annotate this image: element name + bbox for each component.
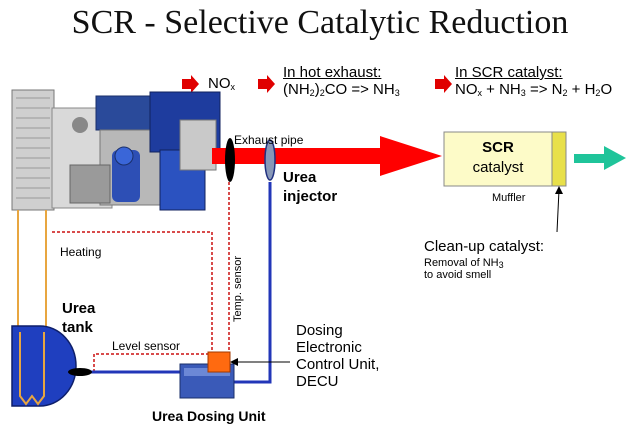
temp-sensor-wire	[52, 182, 230, 354]
urea-tank-label: Urea tank	[62, 300, 96, 336]
step-scr-catalyst: In SCR catalyst: NOx + NH3 => N2 + H2O	[455, 64, 612, 98]
urea-line	[80, 182, 272, 384]
step-scr-heading: In SCR catalyst:	[455, 64, 563, 81]
scr-catalyst-label: SCR catalyst	[472, 139, 524, 176]
diagram-title: SCR - Selective Catalytic Reduction	[71, 4, 569, 41]
clean-up-catalyst-label: Clean-up catalyst: Removal of NH3 to avo…	[424, 238, 545, 281]
level-sensor-probe	[68, 368, 92, 376]
decu-module	[207, 351, 231, 373]
step-arrow-1-icon	[182, 75, 199, 93]
clean-up-catalyst-strip	[551, 131, 567, 187]
scr-catalyst-box	[443, 131, 567, 187]
clean-up-pointer	[556, 189, 560, 233]
heating-label: Heating	[60, 245, 102, 259]
level-sensor-wire	[93, 353, 212, 372]
engine-illustration	[11, 89, 221, 211]
muffler-label: Muffler	[492, 192, 526, 204]
step-nox: NOx	[208, 75, 235, 92]
outflow-arrow	[574, 146, 626, 170]
step-arrow-2-icon	[258, 75, 275, 93]
step-hot-exhaust: In hot exhaust: (NH2)2CO => NH3	[283, 64, 400, 98]
temp-sensor-label: Temp. sensor	[232, 255, 244, 322]
step-hot-exhaust-heading: In hot exhaust:	[283, 64, 382, 81]
urea-injector-label: Urea injector	[283, 169, 338, 205]
step-hot-exhaust-formula: (NH2)2CO => NH3	[283, 81, 400, 98]
temp-sensor-probe	[225, 138, 235, 182]
decu-label: Dosing Electronic Control Unit, DECU	[296, 322, 380, 390]
urea-injector-probe	[264, 139, 276, 181]
urea-dosing-unit-label: Urea Dosing Unit	[152, 408, 266, 424]
exhaust-pipe-label: Exhaust pipe	[234, 133, 304, 147]
step-scr-formula: NOx + NH3 => N2 + H2O	[455, 81, 613, 98]
step-arrow-3-icon	[435, 75, 452, 93]
level-sensor-label: Level sensor	[112, 339, 181, 353]
exhaust-pipe-arrow	[212, 136, 442, 176]
